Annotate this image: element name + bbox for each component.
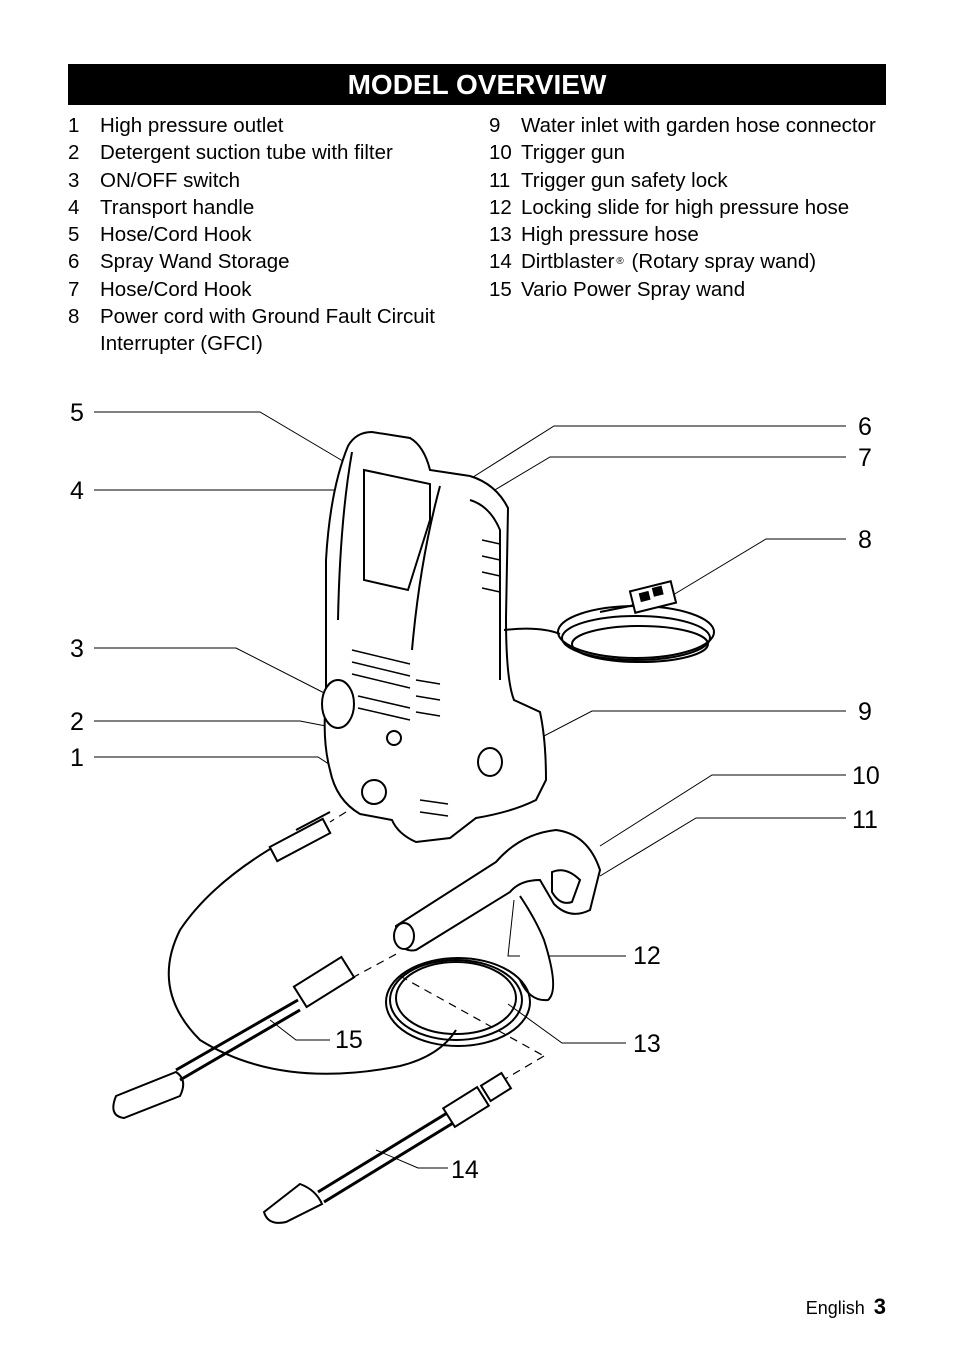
high-pressure-outlet-icon <box>361 779 387 805</box>
list-item: 7 Hose/Cord Hook <box>68 276 468 303</box>
body-vents <box>351 539 501 817</box>
callout-10: 10 <box>852 762 880 790</box>
callout-3: 3 <box>70 635 84 663</box>
item-label-text: Dirtblaster <box>521 250 615 274</box>
list-item: 8 Power cord with Ground Fault Circuit In… <box>68 303 468 358</box>
item-label: Transport handle <box>100 195 255 219</box>
page-footer: English 3 <box>806 1294 886 1320</box>
item-label: Water inlet with garden hose connector <box>521 114 876 137</box>
water-inlet-icon <box>477 747 503 777</box>
callout-6: 6 <box>858 413 872 441</box>
list-item: 4 Transport handle <box>68 194 468 221</box>
item-number: 2 <box>68 141 80 165</box>
item-number: 3 <box>68 168 80 192</box>
callout-14: 14 <box>451 1156 479 1184</box>
item-number: 13 <box>489 223 512 247</box>
item-label: Hose/Cord Hook <box>100 223 252 247</box>
list-item: 3 ON/OFF switch <box>68 167 468 194</box>
vario-wand-hose <box>167 811 457 1075</box>
list-item: 15 Vario Power Spray wand <box>489 276 889 303</box>
list-item: 2 Detergent suction tube with filter <box>68 139 468 166</box>
power-cord <box>503 603 715 663</box>
item-label: ON/OFF switch <box>100 168 241 192</box>
item-number: 15 <box>489 277 512 301</box>
item-number: 4 <box>68 195 80 219</box>
on-off-switch-icon <box>321 679 355 729</box>
item-number: 5 <box>68 223 80 247</box>
callout-11: 11 <box>852 806 878 834</box>
title-bar: MODEL OVERVIEW <box>68 64 886 105</box>
item-label: Detergent suction tube with filter <box>100 141 393 165</box>
item-label: Trigger gun <box>521 141 626 165</box>
list-item: 14 Dirtblaster® (Rotary spray wand) <box>489 248 889 275</box>
detergent-tube-icon <box>386 730 402 746</box>
item-number: 6 <box>68 250 80 274</box>
page-number: 3 <box>873 1294 886 1319</box>
item-label: Power cord with Ground Fault Circuit Int… <box>100 305 435 356</box>
item-number: 10 <box>489 141 512 165</box>
item-label-text: (Rotary spray wand) <box>625 250 817 274</box>
callout-8: 8 <box>858 526 872 554</box>
item-label: Hose/Cord Hook <box>100 277 252 301</box>
list-item: 6 Spray Wand Storage <box>68 248 468 275</box>
callout-labels: 5 4 3 2 1 6 7 8 9 10 11 12 13 14 15 <box>70 399 880 1184</box>
callout-7: 7 <box>858 444 872 472</box>
callout-2: 2 <box>70 708 84 736</box>
list-item: 12 Locking slide for high pressure hose <box>489 194 889 221</box>
registered-mark: ® <box>616 256 624 268</box>
item-number: 12 <box>489 195 512 219</box>
dirtblaster-wand-icon <box>262 1071 513 1224</box>
item-label: Spray Wand Storage <box>100 250 290 274</box>
vario-wand-icon <box>112 817 356 1120</box>
washer-body <box>323 430 548 844</box>
item-label: High pressure hose <box>521 223 699 247</box>
high-pressure-hose <box>385 957 531 1047</box>
page-title: MODEL OVERVIEW <box>347 69 607 100</box>
item-number: 7 <box>68 277 80 301</box>
list-item: 11 Trigger gun safety lock <box>489 167 889 194</box>
list-item: 13 High pressure hose <box>489 221 889 248</box>
gfci-plug-icon <box>628 580 678 614</box>
callout-12: 12 <box>633 942 661 970</box>
item-label: Trigger gun safety lock <box>521 168 728 192</box>
callout-13: 13 <box>633 1030 661 1058</box>
footer-language: English <box>805 1298 865 1318</box>
list-item: 5 Hose/Cord Hook <box>68 221 468 248</box>
callout-15: 15 <box>335 1026 363 1054</box>
item-number: 9 <box>489 114 501 137</box>
callout-4: 4 <box>70 477 84 505</box>
item-label: High pressure outlet <box>100 114 284 137</box>
assembly-dashes <box>329 811 545 1083</box>
parts-list-left: 1 High pressure outlet 2 Detergent suction… <box>68 112 468 358</box>
item-label: Locking slide for high pressure hose <box>521 195 850 219</box>
list-item: 9 Water inlet with garden hose connector <box>489 112 889 139</box>
trigger-gun-icon <box>393 828 602 1002</box>
item-number: 1 <box>68 114 80 137</box>
item-label: Dirtblaster® (Rotary spray wand) <box>521 248 889 275</box>
callout-5: 5 <box>70 399 84 427</box>
item-number: 14 <box>489 250 512 274</box>
callout-1: 1 <box>70 744 84 772</box>
list-item: 1 High pressure outlet <box>68 112 468 139</box>
item-number: 8 <box>68 305 80 329</box>
callout-9: 9 <box>858 698 872 726</box>
item-number: 11 <box>489 168 511 192</box>
item-label: Vario Power Spray wand <box>521 277 746 301</box>
list-item: 10 Trigger gun <box>489 139 889 166</box>
